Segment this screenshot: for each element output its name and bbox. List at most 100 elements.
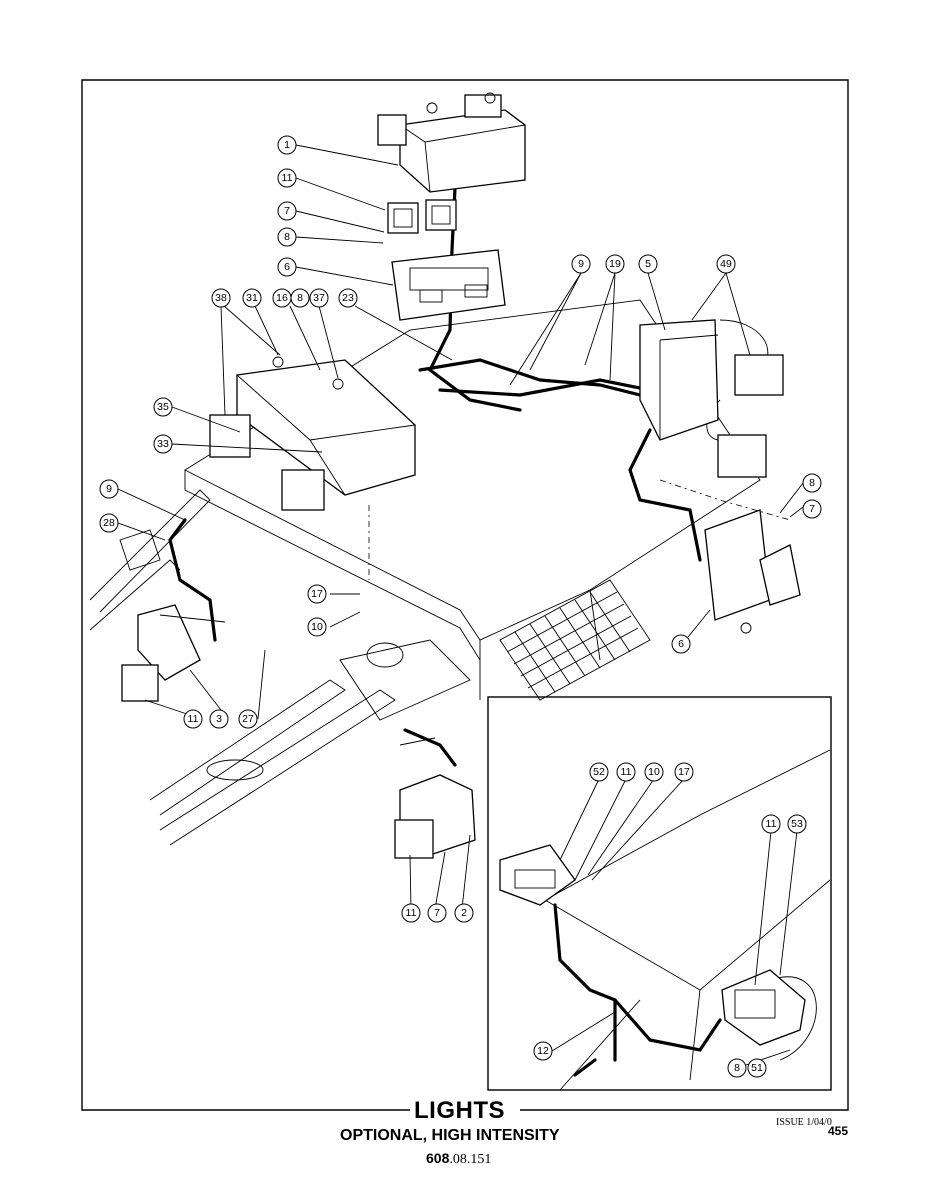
svg-text:5: 5 <box>645 258 651 270</box>
callout-7: 7 <box>277 201 297 221</box>
svg-text:9: 9 <box>106 483 112 495</box>
callout-11: 11 <box>183 709 203 729</box>
svg-text:49: 49 <box>720 258 732 270</box>
inset-frame <box>487 696 832 1091</box>
light-bracket-right <box>639 319 784 478</box>
callout-8: 8 <box>727 1058 747 1078</box>
callout-51: 51 <box>747 1058 767 1078</box>
callout-1: 1 <box>277 135 297 155</box>
svg-text:17: 17 <box>311 588 323 600</box>
inset-light-left <box>499 844 576 906</box>
callout-16: 16 <box>272 288 292 308</box>
callout-49: 49 <box>716 254 736 274</box>
svg-text:2: 2 <box>461 907 467 919</box>
section-code: 608.08.151 <box>426 1150 491 1168</box>
svg-text:35: 35 <box>157 401 169 413</box>
svg-text:11: 11 <box>188 713 199 725</box>
svg-text:6: 6 <box>284 261 290 273</box>
callout-37: 37 <box>309 288 329 308</box>
svg-text:6: 6 <box>678 638 684 650</box>
svg-text:3: 3 <box>216 713 222 725</box>
page-subtitle: OPTIONAL, HIGH INTENSITY <box>340 1127 560 1144</box>
svg-text:8: 8 <box>297 292 303 304</box>
callout-7: 7 <box>802 499 822 519</box>
callout-6: 6 <box>277 257 297 277</box>
callout-11: 11 <box>761 814 781 834</box>
callout-17: 17 <box>307 584 327 604</box>
callout-17: 17 <box>674 762 694 782</box>
mounting-plate-top <box>391 249 506 321</box>
callout-23: 23 <box>338 288 358 308</box>
svg-text:31: 31 <box>246 292 258 304</box>
callout-3: 3 <box>209 709 229 729</box>
svg-text:10: 10 <box>648 766 660 778</box>
svg-text:12: 12 <box>537 1045 549 1057</box>
callout-12: 12 <box>533 1041 553 1061</box>
svg-text:52: 52 <box>593 766 605 778</box>
svg-text:11: 11 <box>282 172 293 184</box>
callout-8: 8 <box>802 473 822 493</box>
callout-33: 33 <box>153 434 173 454</box>
inset-light-right <box>721 969 806 1046</box>
work-light-pair <box>387 199 457 234</box>
callout-10: 10 <box>307 617 327 637</box>
callout-11: 11 <box>401 903 421 923</box>
section-code-rest: .08.151 <box>449 1152 492 1167</box>
page-number: 455 <box>828 1124 849 1138</box>
light-bracket-top <box>377 92 526 193</box>
callout-11: 11 <box>616 762 636 782</box>
svg-text:37: 37 <box>313 292 325 304</box>
callout-31: 31 <box>242 288 262 308</box>
svg-text:38: 38 <box>215 292 227 304</box>
light-bracket-lower-center <box>394 737 476 859</box>
svg-text:51: 51 <box>751 1062 763 1074</box>
construction-line-2 <box>659 479 791 521</box>
page-title: LIGHTS <box>414 1097 505 1124</box>
svg-text:1: 1 <box>284 139 290 151</box>
callout-27: 27 <box>238 709 258 729</box>
svg-text:7: 7 <box>434 907 440 919</box>
callout-35: 35 <box>153 397 173 417</box>
callout-6: 6 <box>671 634 691 654</box>
callout-2: 2 <box>454 903 474 923</box>
inset-machine-body <box>544 749 831 1091</box>
callout-10: 10 <box>644 762 664 782</box>
svg-text:17: 17 <box>678 766 690 778</box>
svg-text:8: 8 <box>809 477 815 489</box>
leader-lines <box>117 144 804 1069</box>
svg-text:19: 19 <box>609 258 621 270</box>
svg-text:23: 23 <box>342 292 354 304</box>
svg-text:11: 11 <box>621 766 632 778</box>
callout-11: 11 <box>277 168 297 188</box>
svg-text:7: 7 <box>809 503 815 515</box>
svg-text:10: 10 <box>311 621 323 633</box>
svg-text:11: 11 <box>766 818 777 830</box>
callout-9: 9 <box>99 479 119 499</box>
callout-19: 19 <box>605 254 625 274</box>
callout-52: 52 <box>589 762 609 782</box>
callout-9: 9 <box>571 254 591 274</box>
svg-text:8: 8 <box>734 1062 740 1074</box>
svg-text:8: 8 <box>284 231 290 243</box>
callout-28: 28 <box>99 513 119 533</box>
callout-8: 8 <box>290 288 310 308</box>
section-code-bold: 608 <box>426 1150 450 1166</box>
callout-53: 53 <box>787 814 807 834</box>
wiring-harness <box>168 186 769 1077</box>
issue-label: ISSUE 1/04/0 <box>776 1117 832 1128</box>
svg-text:53: 53 <box>791 818 803 830</box>
callout-8: 8 <box>277 227 297 247</box>
mounting-plate-right <box>704 509 801 634</box>
svg-text:16: 16 <box>276 292 288 304</box>
svg-text:28: 28 <box>103 517 115 529</box>
svg-text:27: 27 <box>242 713 254 725</box>
callout-5: 5 <box>638 254 658 274</box>
svg-text:11: 11 <box>406 907 417 919</box>
callout-38: 38 <box>211 288 231 308</box>
svg-text:7: 7 <box>284 205 290 217</box>
light-bracket-lower-left <box>121 604 226 702</box>
svg-text:9: 9 <box>578 258 584 270</box>
callout-group: 1 11 7 8 6 38 31 16 8 37 23 9 19 5 49 35… <box>99 135 822 1078</box>
svg-text:33: 33 <box>157 438 169 450</box>
